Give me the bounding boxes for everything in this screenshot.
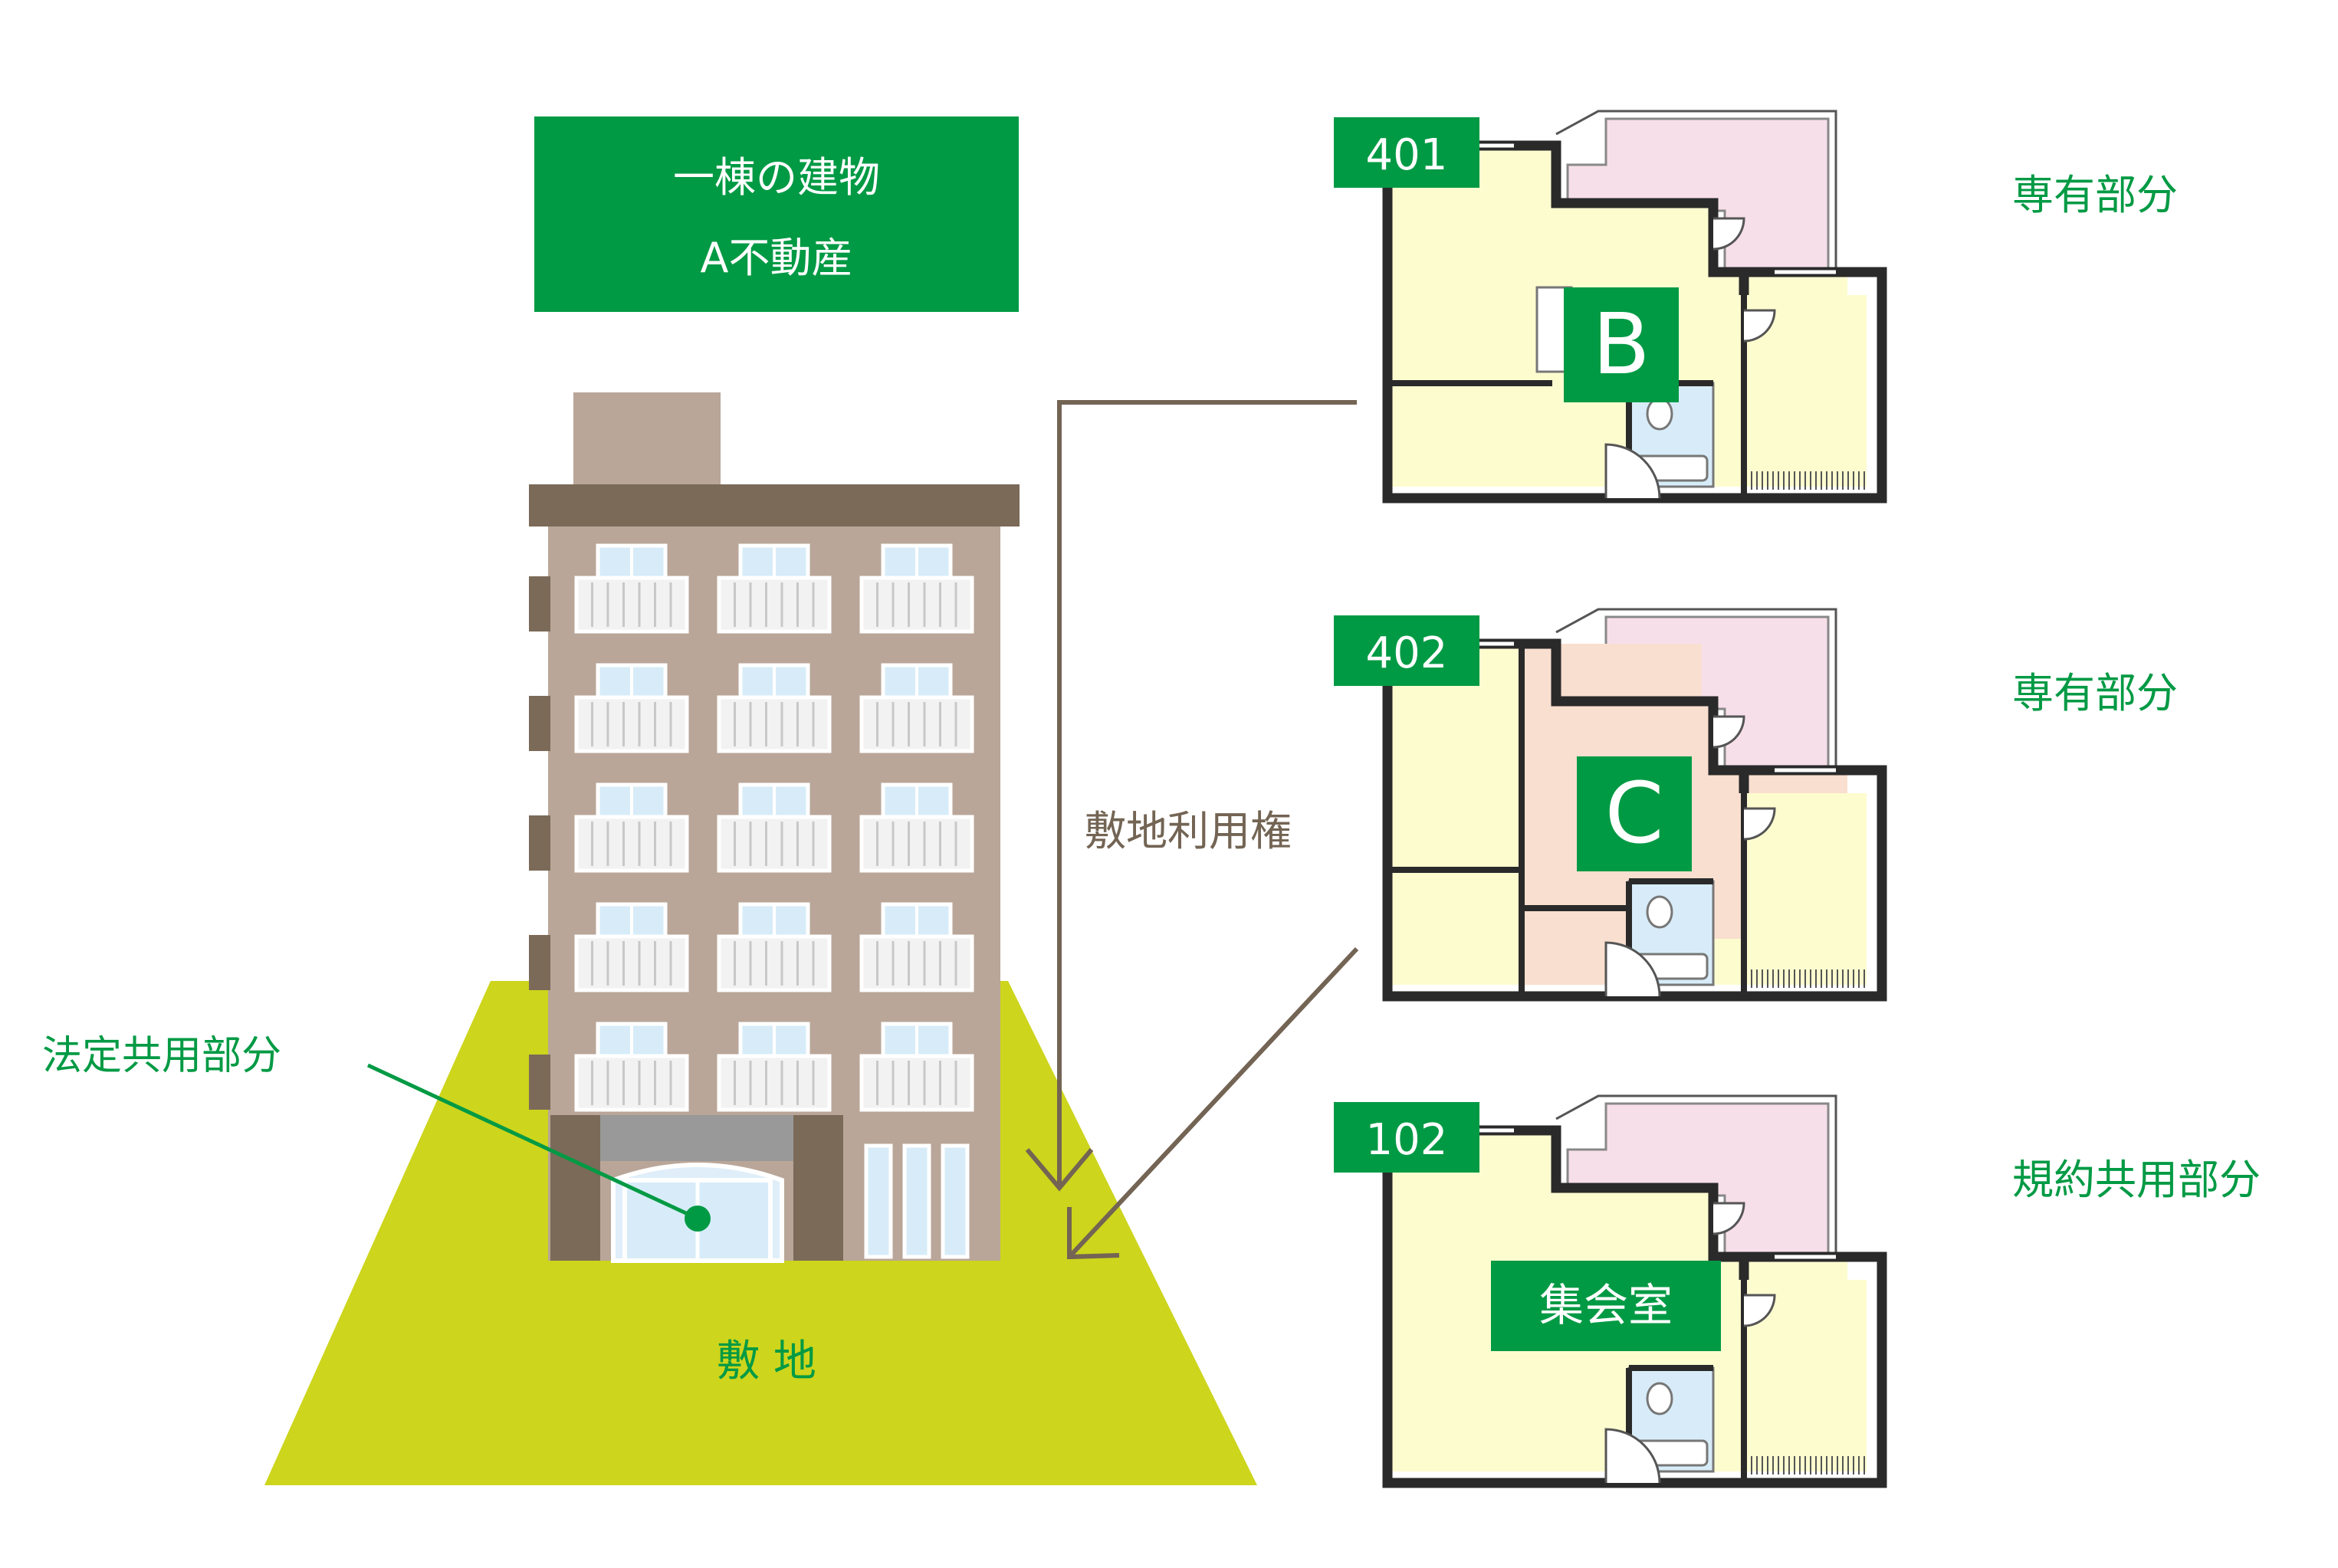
building-window <box>859 902 974 992</box>
unit-label-box: 集会室 <box>1491 1261 1721 1351</box>
building-title-line2: A不動産 <box>701 234 853 282</box>
window-grid <box>574 543 974 1112</box>
land-use-right-label: 敷地利用権 <box>1085 807 1292 855</box>
unit-label-box: C <box>1577 756 1692 871</box>
roof-tower <box>573 392 721 484</box>
unit-ownership-category: 専有部分 <box>2012 669 2178 717</box>
building-title-line1: 一棟の建物 <box>673 153 880 202</box>
building-window <box>859 663 974 753</box>
unit-ownership-category: 規約共用部分 <box>2012 1156 2261 1204</box>
building-window <box>717 902 832 992</box>
arrow-from-401-head <box>1025 1148 1094 1192</box>
site-label: 敷 地 <box>717 1337 816 1386</box>
unit-label-box: B <box>1564 287 1679 402</box>
bedroom <box>1744 295 1867 487</box>
legal-common-label: 法定共用部分 <box>42 1033 281 1079</box>
unit-number-tag: 102 <box>1334 1102 1479 1173</box>
bedroom <box>1744 1280 1867 1471</box>
building-window <box>574 663 689 753</box>
unit-number: 102 <box>1366 1115 1448 1165</box>
entrance-pillar-right <box>793 1115 843 1261</box>
land-use-right-arrows <box>1025 400 1359 1260</box>
unit-ownership-category: 専有部分 <box>2012 171 2178 219</box>
unit-label: B <box>1592 295 1650 393</box>
apartment-building <box>529 392 1020 1263</box>
unit-number: 402 <box>1366 628 1448 678</box>
building-window <box>574 902 689 992</box>
unit-number-tag: 401 <box>1334 117 1479 188</box>
unit-label: C <box>1605 764 1664 862</box>
building-window <box>859 543 974 634</box>
building-window <box>859 1022 974 1112</box>
building-window <box>717 663 832 753</box>
building-window <box>859 782 974 873</box>
side-balcony-nubs <box>529 576 550 1110</box>
unit-number-tag: 402 <box>1334 615 1479 686</box>
building-title-box: 一棟の建物 A不動産 <box>534 116 1019 312</box>
arrow-from-402-head <box>1067 1207 1120 1260</box>
unit-label: 集会室 <box>1539 1279 1673 1331</box>
building-window <box>717 543 832 634</box>
entrance-canopy <box>600 1115 793 1161</box>
roof-slab <box>529 484 1020 526</box>
arrow-from-402 <box>1067 946 1359 1259</box>
arrow-from-401 <box>1057 400 1357 1188</box>
bedroom <box>1744 793 1867 985</box>
legal-common-leader-line <box>366 1063 699 1221</box>
side-tall-windows <box>864 1143 970 1259</box>
unit-number: 401 <box>1366 130 1448 180</box>
building-window <box>574 1022 689 1112</box>
floor-plan-102: 102 集会室 <box>1334 1094 1887 1488</box>
building-window <box>717 1022 832 1112</box>
entrance-pillar-left <box>550 1115 600 1261</box>
building-window <box>717 782 832 873</box>
building-window <box>574 543 689 634</box>
building-window <box>574 782 689 873</box>
